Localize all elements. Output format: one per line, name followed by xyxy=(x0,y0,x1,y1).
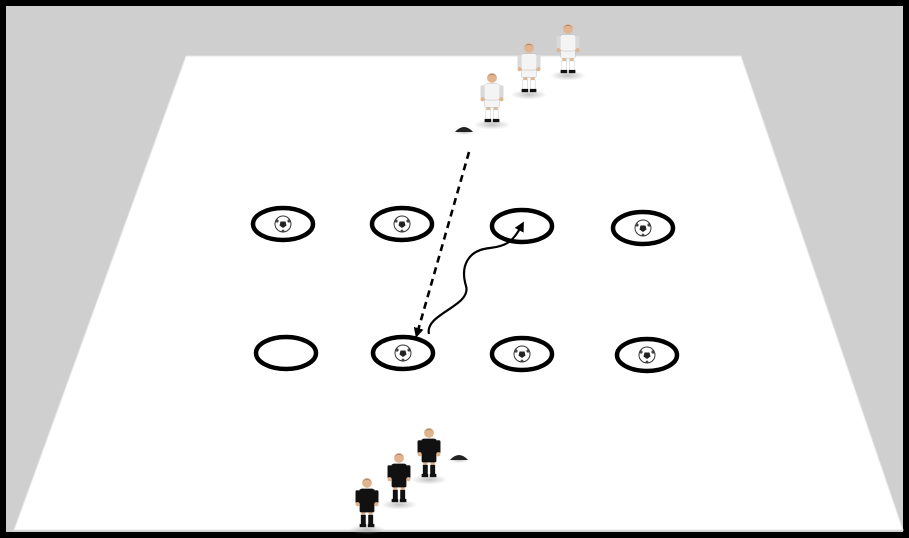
player-figure-icon xyxy=(473,72,511,130)
hoop-grid xyxy=(250,205,680,374)
soccer-ball-icon xyxy=(513,345,531,363)
soccer-ball-icon xyxy=(634,219,652,237)
player-figure-icon xyxy=(549,23,587,81)
soccer-ball-icon xyxy=(393,215,411,233)
pitch xyxy=(13,55,904,531)
marker-cone-icon xyxy=(449,455,469,463)
player-figure-icon xyxy=(380,452,418,510)
pass-arrow xyxy=(413,151,471,338)
hoop-r2c4 xyxy=(614,336,680,374)
hoop-r1c1 xyxy=(250,205,316,243)
hoop-r2c3 xyxy=(489,335,555,373)
hoop-r1c4 xyxy=(610,209,676,247)
player-figure-icon xyxy=(410,427,448,485)
player-figure-icon xyxy=(510,42,548,100)
hoop-r1c2 xyxy=(369,205,435,243)
team-dark xyxy=(348,427,448,535)
soccer-ball-icon xyxy=(638,346,656,364)
marker-cone-icon xyxy=(454,127,474,135)
soccer-ball-icon xyxy=(394,344,412,362)
hoop-r2c1 xyxy=(253,334,319,372)
hoop-r2c2 xyxy=(370,334,436,372)
player-figure-icon xyxy=(348,477,386,535)
hoop-r1c3 xyxy=(489,207,555,245)
dribble-arrow xyxy=(427,221,524,335)
soccer-ball-icon xyxy=(274,215,292,233)
team-white xyxy=(473,23,587,130)
